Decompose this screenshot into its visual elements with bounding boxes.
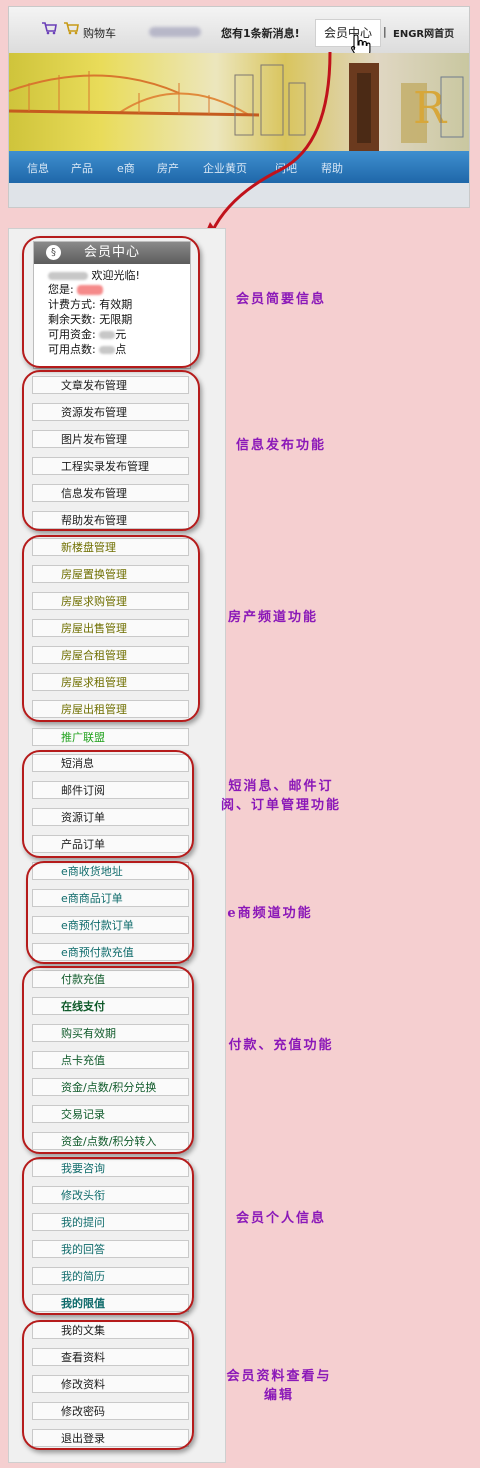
menu-product-order[interactable]: 产品订单 — [32, 835, 189, 853]
cart-icon-2[interactable] — [63, 21, 79, 35]
label-personal: 会员个人信息 — [235, 1211, 326, 1226]
label-profile: 会员资料查看与编辑 — [226, 1369, 332, 1403]
label-summary: 会员简要信息 — [235, 292, 326, 307]
main-nav: 信息 产品 e商 房产 企业黄页 问吧 帮助 — [9, 151, 469, 183]
label-pay: 付款、充值功能 — [228, 1038, 334, 1053]
nav-item[interactable]: 产品 — [71, 162, 93, 175]
oval-profile — [22, 1320, 194, 1450]
home-link[interactable]: ENGR网首页 — [393, 29, 455, 40]
nav-item[interactable]: 信息 — [27, 162, 49, 175]
oval-house — [22, 535, 200, 722]
user-line: 您是: — [48, 281, 104, 297]
menu-change-password[interactable]: 修改密码 — [32, 1402, 189, 1420]
cart-link[interactable]: 购物车 — [83, 27, 116, 40]
menu-house-swap[interactable]: 房屋置换管理 — [32, 565, 189, 583]
menu-house-buy[interactable]: 房屋求购管理 — [32, 592, 189, 610]
menu-transactions[interactable]: 交易记录 — [32, 1105, 189, 1123]
menu-mail[interactable]: 邮件订阅 — [32, 781, 189, 799]
site-header-screenshot: 购物车 您有1条新消息! 会员中心 | ENGR网首页 R — [8, 6, 470, 208]
menu-card-recharge[interactable]: 点卡充值 — [32, 1051, 189, 1069]
menu-edit-profile[interactable]: 修改资料 — [32, 1375, 189, 1393]
menu-ecom-prepay-order[interactable]: e商预付款订单 — [32, 916, 189, 934]
menu-house-seek[interactable]: 房屋求租管理 — [32, 673, 189, 691]
label-msg: 短消息、邮件订阅、订单管理功能 — [220, 779, 341, 813]
card-header: § 会员中心 — [34, 242, 190, 264]
nav-item[interactable]: 企业黄页 — [203, 162, 247, 175]
menu-transfer-in[interactable]: 资金/点数/积分转入 — [32, 1132, 189, 1150]
menu-sms[interactable]: 短消息 — [32, 754, 189, 772]
menu-edit-title[interactable]: 修改头衔 — [32, 1186, 189, 1204]
menu-my-resume[interactable]: 我的简历 — [32, 1267, 189, 1285]
menu-house-sell[interactable]: 房屋出售管理 — [32, 619, 189, 637]
menu-my-questions[interactable]: 我的提问 — [32, 1213, 189, 1231]
menu-promo[interactable]: 推广联盟 — [32, 728, 189, 746]
nav-item[interactable]: 问吧 — [275, 162, 297, 175]
member-logo-icon: § — [46, 245, 61, 260]
header-footer-strip — [9, 183, 469, 207]
oval-info — [22, 370, 200, 531]
annotation-arrow — [202, 51, 332, 240]
top-bar: 购物车 您有1条新消息! 会员中心 | ENGR网首页 — [9, 7, 469, 59]
nav-item[interactable]: 房产 — [157, 162, 179, 175]
member-center-tab[interactable]: 会员中心 — [315, 19, 381, 47]
username-blurred — [149, 27, 201, 37]
menu-my-limits[interactable]: 我的限值 — [32, 1294, 189, 1312]
points-line: 可用点数: 点 — [48, 343, 127, 356]
menu-pay[interactable]: 付款充值 — [32, 970, 189, 988]
menu-image[interactable]: 图片发布管理 — [32, 430, 189, 448]
oval-personal — [22, 1157, 194, 1315]
menu-project[interactable]: 工程实录发布管理 — [32, 457, 189, 475]
member-summary-card: § 会员中心 欢迎光临! 您是: 计费方式: 有效期 剩余天数: 无限期 可用资… — [33, 241, 191, 369]
oval-pay — [22, 966, 194, 1154]
menu-view-profile[interactable]: 查看资料 — [32, 1348, 189, 1366]
oval-summary — [22, 236, 200, 368]
nav-item[interactable]: 帮助 — [321, 162, 343, 175]
hand-cursor-icon — [351, 34, 371, 59]
funds-line: 可用资金: 元 — [48, 328, 127, 341]
menu-resource-order[interactable]: 资源订单 — [32, 808, 189, 826]
oval-ecom — [26, 861, 194, 964]
nav-item[interactable]: e商 — [117, 162, 135, 175]
menu-online-pay[interactable]: 在线支付 — [32, 997, 189, 1015]
menu-ecom-order[interactable]: e商商品订单 — [32, 889, 189, 907]
menu-my-answers[interactable]: 我的回答 — [32, 1240, 189, 1258]
message-link[interactable]: 您有1条新消息! — [221, 27, 300, 40]
menu-info[interactable]: 信息发布管理 — [32, 484, 189, 502]
banner-art: R — [9, 63, 464, 151]
welcome-line: 欢迎光临! — [48, 267, 140, 283]
menu-resource[interactable]: 资源发布管理 — [32, 403, 189, 421]
days-left-line: 剩余天数: 无限期 — [48, 313, 133, 326]
cart-icon[interactable] — [41, 21, 57, 35]
menu-exchange[interactable]: 资金/点数/积分兑换 — [32, 1078, 189, 1096]
billing-line: 计费方式: 有效期 — [48, 298, 133, 311]
oval-msg — [22, 750, 194, 858]
label-house: 房产频道功能 — [227, 610, 318, 625]
menu-house-share[interactable]: 房屋合租管理 — [32, 646, 189, 664]
menu-buy-period[interactable]: 购买有效期 — [32, 1024, 189, 1042]
separator: | — [383, 25, 387, 38]
menu-house-rent[interactable]: 房屋出租管理 — [32, 700, 189, 718]
banner-letter: R — [413, 83, 448, 134]
menu-help[interactable]: 帮助发布管理 — [32, 511, 189, 529]
card-title: 会员中心 — [84, 245, 141, 260]
label-info: 信息发布功能 — [235, 438, 326, 453]
label-ecom: e商频道功能 — [227, 906, 313, 921]
banner: R — [9, 53, 469, 151]
menu-article[interactable]: 文章发布管理 — [32, 376, 189, 394]
